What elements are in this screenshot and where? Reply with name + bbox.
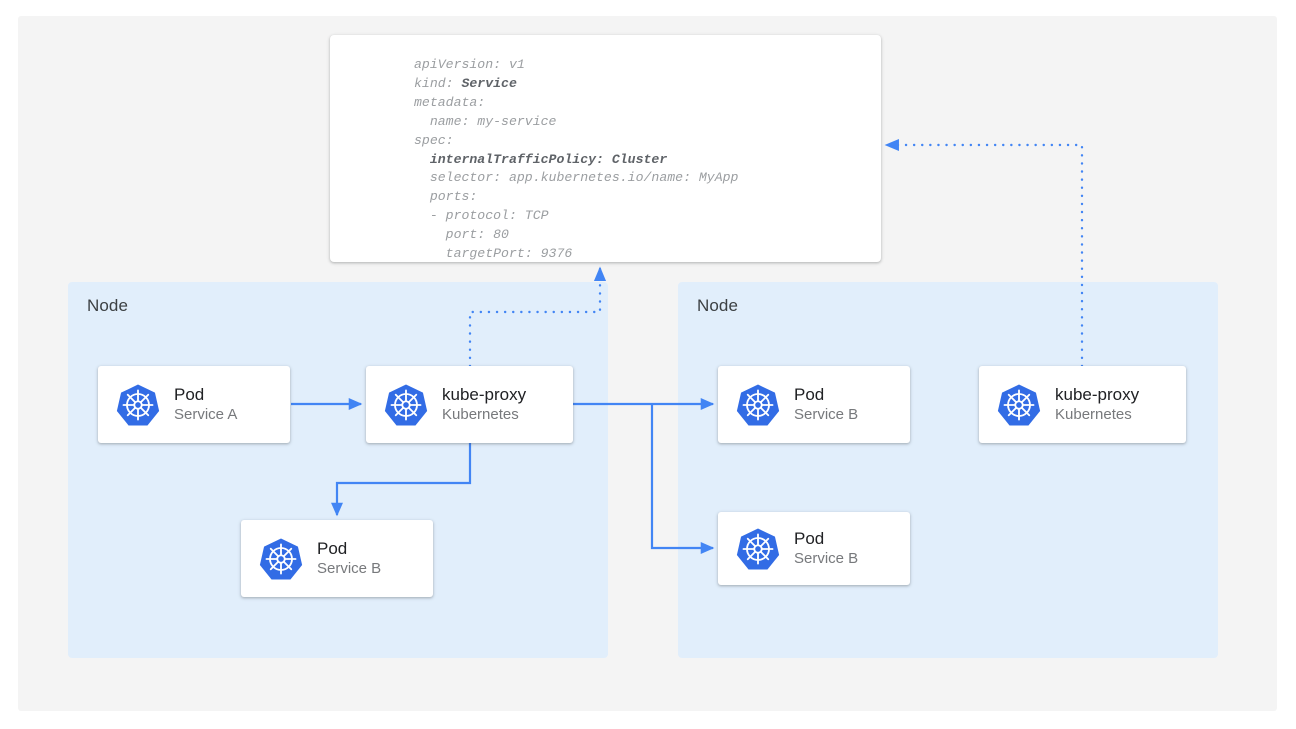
card-title: Pod	[794, 384, 825, 404]
node-label-right: Node	[697, 296, 739, 315]
card-pod-service-b-right-bottom[interactable]: Pod Service B	[718, 512, 910, 585]
kubernetes-logo-icon	[259, 538, 303, 579]
card-subtitle: Service B	[317, 559, 382, 577]
service-manifest-code: apiVersion: v1 kind: Service metadata: n…	[414, 57, 739, 262]
card-title: Pod	[317, 538, 348, 558]
kubernetes-logo-icon	[116, 384, 160, 425]
card-kube-proxy-right[interactable]: kube-proxy Kubernetes	[979, 366, 1186, 443]
card-title: kube-proxy	[442, 384, 527, 404]
card-kube-proxy-left[interactable]: kube-proxy Kubernetes	[366, 366, 573, 443]
card-subtitle: Kubernetes	[1055, 405, 1132, 423]
service-manifest-card: apiVersion: v1 kind: Service metadata: n…	[330, 35, 881, 262]
kubernetes-logo-icon	[736, 528, 780, 569]
card-title: Pod	[794, 528, 825, 548]
card-subtitle: Service B	[794, 549, 859, 567]
node-group-left	[68, 282, 608, 658]
card-title: kube-proxy	[1055, 384, 1140, 404]
card-pod-service-a[interactable]: Pod Service A	[98, 366, 290, 443]
card-pod-service-b-left[interactable]: Pod Service B	[241, 520, 433, 597]
kubernetes-logo-icon	[384, 384, 428, 425]
node-group-right	[678, 282, 1218, 658]
card-pod-service-b-right-top[interactable]: Pod Service B	[718, 366, 910, 443]
node-label-left: Node	[87, 296, 129, 315]
kubernetes-logo-icon	[997, 384, 1041, 425]
card-subtitle: Service A	[174, 405, 238, 423]
card-subtitle: Kubernetes	[442, 405, 519, 423]
card-title: Pod	[174, 384, 205, 404]
card-subtitle: Service B	[794, 405, 859, 423]
kubernetes-logo-icon	[736, 384, 780, 425]
